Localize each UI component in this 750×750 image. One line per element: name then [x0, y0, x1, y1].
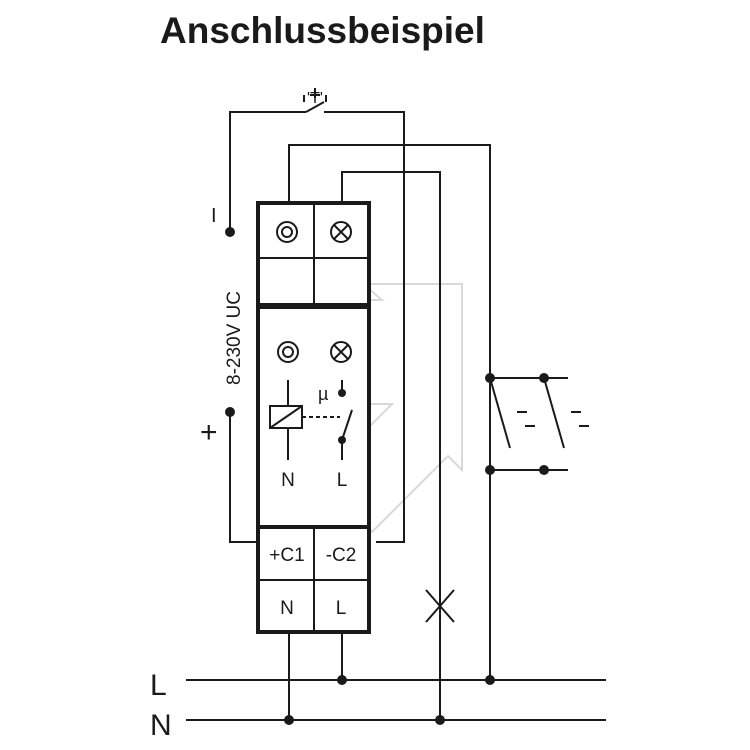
- push-button-label: 'T': [307, 90, 323, 107]
- junction-dots: [225, 227, 549, 725]
- middle-lamp-icon: [330, 341, 352, 363]
- voltage-label: 8-230V UC: [224, 291, 245, 385]
- line-n-label: N: [150, 709, 172, 742]
- contact-dots: [338, 389, 346, 444]
- inner-label-l: L: [337, 470, 348, 491]
- terminal-n-label: N: [280, 598, 294, 619]
- upper-target-icon: [276, 221, 298, 243]
- upper-lamp-icon: [330, 221, 352, 243]
- supply-minus-label: I: [211, 205, 217, 227]
- middle-target-icon: [277, 341, 299, 363]
- din-module: [256, 201, 371, 634]
- wiring: [186, 88, 606, 721]
- relay-coil-icon: [269, 380, 340, 460]
- inner-label-n: N: [281, 470, 295, 491]
- terminal-c1-label: +C1: [269, 545, 304, 566]
- terminal-c2-label: -C2: [326, 545, 357, 566]
- page-title: Anschlussbeispiel: [160, 10, 485, 51]
- contact-label: µ: [318, 384, 328, 404]
- terminal-l-label: L: [336, 598, 347, 619]
- supply-plus-label: +: [200, 416, 218, 449]
- line-l-label: L: [150, 669, 167, 702]
